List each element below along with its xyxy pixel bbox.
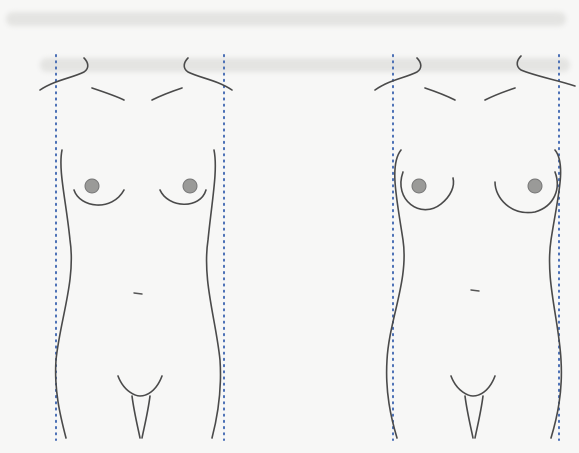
torso-side-left (56, 150, 72, 438)
shoulder-right (517, 56, 575, 86)
breast-curve-left (401, 172, 454, 210)
torso-side-right (207, 150, 221, 438)
navel (471, 290, 479, 291)
torso-side-left (387, 150, 405, 438)
body-outline-left (0, 0, 290, 453)
shoulder-left (375, 58, 421, 90)
body-outline-right (289, 0, 579, 453)
pelvis-curve (118, 376, 162, 396)
areola-right (183, 179, 197, 193)
figure-left-drawing (0, 0, 290, 453)
breast-curve-right (160, 190, 206, 204)
clavicle-left (92, 88, 124, 100)
areola-left (412, 179, 426, 193)
groin-line-left (132, 396, 140, 438)
areola-left (85, 179, 99, 193)
breast-curve-left (74, 190, 124, 205)
pelvis-curve (451, 376, 495, 396)
clavicle-right (485, 88, 515, 100)
figure-right-drawing (289, 0, 579, 453)
breast-curve-right (495, 172, 557, 213)
navel (134, 293, 142, 294)
groin-line-right (475, 396, 483, 438)
shoulder-left (40, 58, 88, 90)
groin-line-left (465, 396, 473, 438)
clavicle-right (152, 88, 182, 100)
groin-line-right (142, 396, 150, 438)
clavicle-left (425, 88, 455, 100)
areola-right (528, 179, 542, 193)
